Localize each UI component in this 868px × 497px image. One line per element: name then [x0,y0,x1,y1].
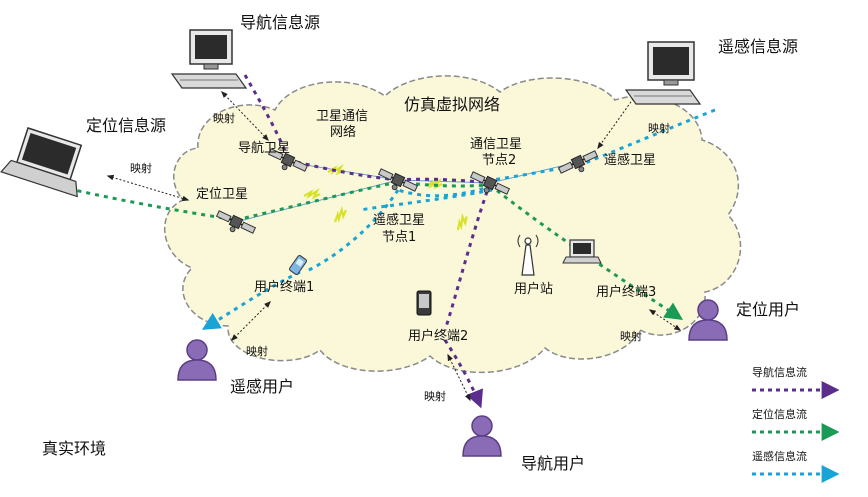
positioning-source-laptop-icon [0,127,83,198]
mapping-arrow [221,90,269,142]
comm-network-label-line2: 网络 [330,124,356,140]
legend: 导航信息流 定位信息流 遥感信息流 [752,365,840,483]
mapping-label: 映射 [424,389,446,403]
positioning-user-label: 定位用户 [736,300,800,319]
mapping-label: 映射 [620,329,642,343]
user-terminal2-icon [416,290,432,316]
real-environment-label: 真实环境 [42,439,106,458]
navigation-user-icon [462,415,502,457]
mapping-arrow [231,301,271,341]
comm-satellite-node2-label-line2: 节点2 [482,153,516,168]
mapping-label: 映射 [213,111,235,125]
legend-positioning-label: 定位信息流 [752,407,807,421]
rs-satellite-node1-label-line2: 节点1 [382,230,416,245]
mapping-label: 映射 [246,344,268,358]
user-terminal1-label: 用户终端1 [254,279,314,295]
mapping-arrow [106,174,190,202]
mapping-arrows [106,90,682,402]
user-terminal3-label: 用户终端3 [596,284,656,300]
navigation-satellite-label: 导航卫星 [238,140,290,156]
remote-sensing-user-icon [177,339,217,381]
user-station-antenna-icon [517,234,539,276]
mapping-label: 映射 [130,161,152,175]
mapping-arrow [597,90,639,150]
user-station-label: 用户站 [514,281,553,297]
comm-satellite-node2-label-line1: 通信卫星 [470,137,522,152]
mapping-label: 映射 [648,121,670,135]
mapping-arrow [447,353,471,402]
comm-network-label-line1: 卫星通信 [316,109,368,124]
user-terminal2-label: 用户终端2 [408,328,468,344]
virtual-network-cloud [163,75,742,374]
virtual-network-title: 仿真虚拟网络 [404,95,500,114]
navigation-source-computer-icon [170,29,248,89]
remote-sensing-source-computer-icon [624,41,702,105]
positioning-source-label: 定位信息源 [86,116,166,135]
user-terminal3-laptop-icon [562,239,602,264]
legend-remote-sensing-label: 遥感信息流 [752,449,807,463]
remote-sensing-satellite-label: 遥感卫星 [604,152,656,168]
positioning-satellite-label: 定位卫星 [196,187,248,202]
remote-sensing-user-label: 遥感用户 [230,377,294,396]
navigation-source-label: 导航信息源 [240,13,320,32]
navigation-user-label: 导航用户 [521,454,585,473]
legend-navigation-label: 导航信息流 [752,365,807,379]
remote-sensing-source-label: 遥感信息源 [718,37,798,56]
rs-satellite-node1-label-line1: 遥感卫星 [373,212,425,228]
user-terminal1-icon [289,255,307,275]
